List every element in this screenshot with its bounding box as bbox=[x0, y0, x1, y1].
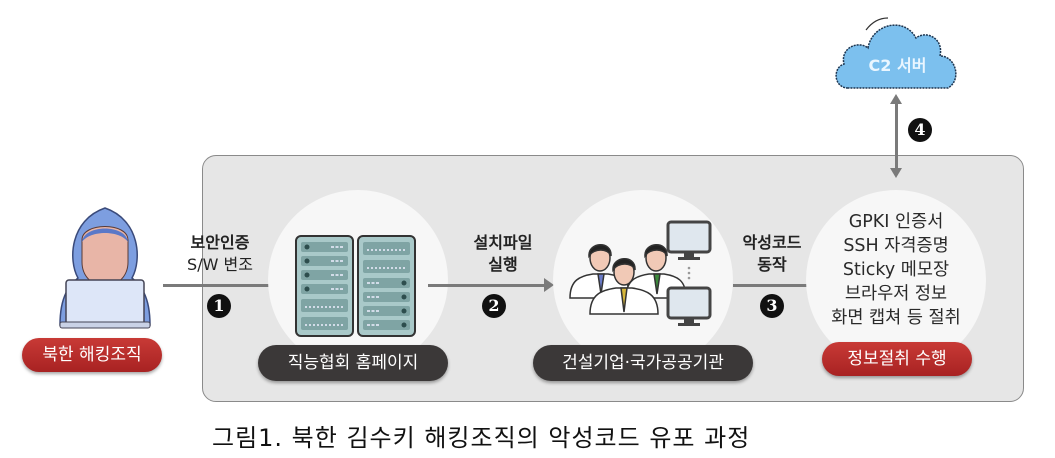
victims-label: 건설기업·국가공공기관 bbox=[533, 345, 753, 381]
cloud-icon bbox=[835, 17, 957, 89]
arrow-2-head-icon bbox=[544, 278, 554, 292]
monitor-icon bbox=[666, 220, 712, 260]
stolen-item: Sticky 메모장 bbox=[842, 260, 950, 280]
figure-caption: 그림1. 북한 김수키 해킹조직의 악성코드 유포 과정 bbox=[212, 424, 751, 452]
step-4-badge: 4 bbox=[908, 118, 932, 142]
arrow-4-down-head-icon bbox=[890, 168, 902, 178]
step-2-badge: 2 bbox=[482, 294, 506, 318]
edge-1-line2: S/W 변조 bbox=[187, 255, 253, 274]
stolen-item: 화면 캡쳐 등 절취 bbox=[831, 308, 961, 328]
monitor-icon bbox=[666, 286, 712, 326]
stolen-item: 브라우저 정보 bbox=[844, 284, 948, 304]
hacker-figure bbox=[40, 200, 170, 330]
edge-3-label: 악성코드 동작 bbox=[722, 232, 822, 276]
edge-2-label: 설치파일 실행 bbox=[448, 232, 558, 276]
arrow-4-bidirectional bbox=[895, 98, 898, 173]
c2-label: C2 서버 bbox=[868, 56, 927, 75]
server-rack-icon bbox=[295, 235, 417, 343]
edge-3-line1: 악성코드 bbox=[742, 233, 802, 252]
stolen-item: GPKI 인증서 bbox=[848, 212, 944, 232]
arrow-2 bbox=[428, 284, 548, 287]
hooded-hacker-icon bbox=[59, 207, 151, 329]
actor-label: 북한 해킹조직 bbox=[22, 338, 162, 372]
stolen-info-list: GPKI 인증서 SSH 자격증명 Sticky 메모장 브라우저 정보 화면 … bbox=[796, 210, 996, 330]
step-1-badge: 1 bbox=[207, 294, 231, 318]
arrow-4-up-head-icon bbox=[890, 94, 902, 104]
edge-2-line1: 설치파일 bbox=[473, 233, 533, 252]
step-3-badge: 3 bbox=[760, 294, 784, 318]
stolen-item: SSH 자격증명 bbox=[843, 236, 949, 256]
employees-with-computers-icon bbox=[568, 218, 718, 337]
theft-label: 정보절취 수행 bbox=[822, 342, 972, 376]
edge-1-line1: 보안인증 bbox=[190, 233, 250, 252]
arrow-1 bbox=[163, 284, 283, 287]
edge-2-line2: 실행 bbox=[488, 255, 518, 274]
c2-server: C2 서버 bbox=[830, 8, 965, 92]
arrow-3 bbox=[733, 284, 813, 287]
edge-3-line2: 동작 bbox=[757, 255, 787, 274]
theft-node bbox=[806, 190, 986, 370]
homepage-label: 직능협회 홈페이지 bbox=[258, 345, 448, 381]
edge-1-label: 보안인증 S/W 변조 bbox=[170, 232, 270, 276]
